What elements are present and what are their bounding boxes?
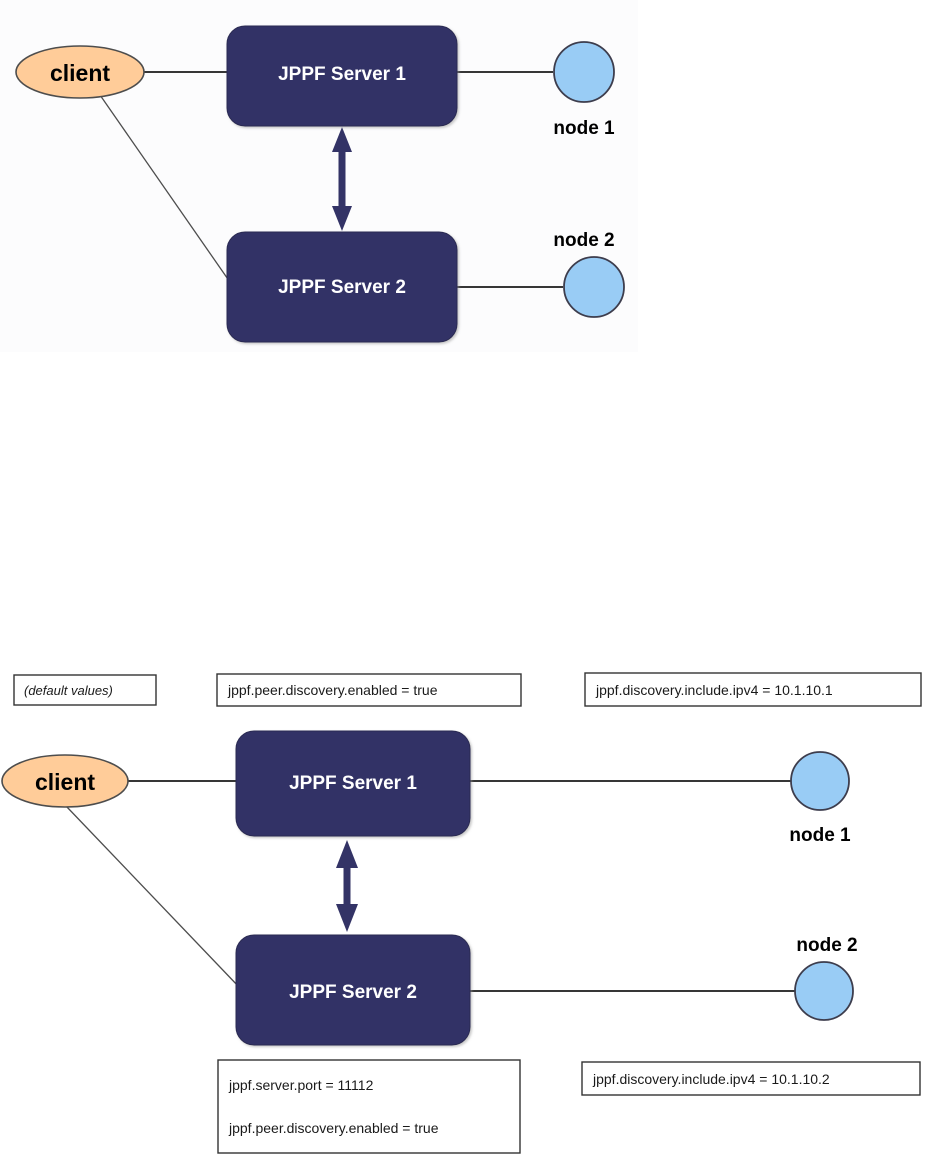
node-1-bottom[interactable]: node 1 xyxy=(789,751,851,846)
server-box-1-top[interactable]: JPPF Server 1 xyxy=(226,25,458,127)
server2-label: JPPF Server 2 xyxy=(278,277,406,298)
node1-label-2: node 1 xyxy=(789,825,851,846)
annotation-box-client-defaults xyxy=(13,674,157,706)
node-2-bottom[interactable]: node 2 xyxy=(794,935,858,1021)
node2-circle[interactable] xyxy=(563,256,625,318)
client-ellipse-2[interactable] xyxy=(1,754,129,808)
server2-rect-2[interactable] xyxy=(235,934,471,1046)
node2-label-2: node 2 xyxy=(796,935,857,956)
annotation-server2-config: jppf.server.port = 11112 jppf.peer.disco… xyxy=(217,1059,521,1154)
annotation-line-server2-discovery: jppf.peer.discovery.enabled = true xyxy=(228,1120,439,1136)
node-2-top[interactable]: node 2 xyxy=(553,230,625,318)
node-1-top[interactable]: node 1 xyxy=(553,41,615,139)
node2-circle-2[interactable] xyxy=(794,961,854,1021)
annotation-line-server1-config: jppf.peer.discovery.enabled = true xyxy=(227,682,438,698)
annotation-box-node1-config xyxy=(584,672,922,707)
annotation-node1-config: jppf.discovery.include.ipv4 = 10.1.10.1 xyxy=(584,672,922,707)
client-ellipse[interactable] xyxy=(15,45,145,99)
client-node-top[interactable]: client xyxy=(15,45,145,99)
diagram-bottom: client JPPF Server 1 JPPF Server 2 node … xyxy=(1,672,922,1154)
annotation-client-defaults: (default values) xyxy=(13,674,157,706)
server-box-2-bottom[interactable]: JPPF Server 2 xyxy=(235,934,471,1046)
server2-label-2: JPPF Server 2 xyxy=(289,982,417,1003)
edge2-client-to-server2 xyxy=(65,805,241,989)
server-box-2-top[interactable]: JPPF Server 2 xyxy=(226,231,458,343)
node1-label: node 1 xyxy=(553,118,615,139)
peer-arrow-bottom xyxy=(336,840,358,932)
diagram-top: client JPPF Server 1 JPPF Server 2 node … xyxy=(0,0,638,352)
client-label: client xyxy=(50,60,110,86)
node1-circle[interactable] xyxy=(553,41,615,103)
annotation-server1-config: jppf.peer.discovery.enabled = true xyxy=(216,673,522,707)
server1-rect-2[interactable] xyxy=(235,730,471,837)
annotation-line-node2-config: jppf.discovery.include.ipv4 = 10.1.10.2 xyxy=(592,1071,830,1087)
client-node-bottom[interactable]: client xyxy=(1,754,129,808)
server-box-1-bottom[interactable]: JPPF Server 1 xyxy=(235,730,471,837)
edge-client-to-server2 xyxy=(99,94,233,286)
annotation-box-server1-config xyxy=(216,673,522,707)
node2-label: node 2 xyxy=(553,230,614,251)
server2-rect[interactable] xyxy=(226,231,458,343)
annotation-box-server2-config xyxy=(217,1059,521,1154)
annotation-node2-config: jppf.discovery.include.ipv4 = 10.1.10.2 xyxy=(581,1061,921,1096)
node1-circle-2[interactable] xyxy=(790,751,850,811)
annotation-box-node2-config xyxy=(581,1061,921,1096)
client-label-2: client xyxy=(35,769,95,795)
annotation-line-node1-config: jppf.discovery.include.ipv4 = 10.1.10.1 xyxy=(595,682,833,698)
annotation-line-server2-port: jppf.server.port = 11112 xyxy=(228,1077,374,1093)
server1-rect[interactable] xyxy=(226,25,458,127)
peer-arrow-top xyxy=(332,127,352,231)
annotation-line-client-defaults: (default values) xyxy=(24,683,113,698)
server1-label: JPPF Server 1 xyxy=(278,64,406,85)
server1-label-2: JPPF Server 1 xyxy=(289,773,417,794)
